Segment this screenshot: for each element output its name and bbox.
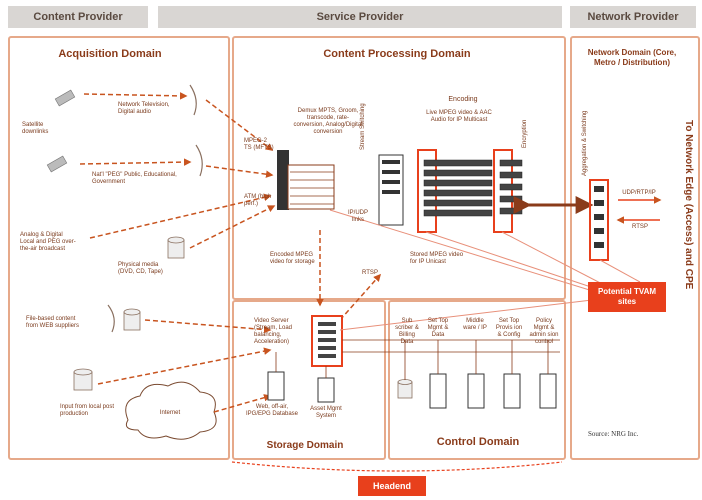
database-icon [73,236,413,399]
storage-domain-title: Storage Domain [266,440,344,451]
label-internet: Internet [159,410,181,416]
label-control-col3: Middle ware / IP [463,318,487,331]
headend-outline [231,461,563,472]
label-file-based: File-based content from WEB suppliers [26,316,80,329]
label-network-edge: To Network Edge (Access) and CPE [683,120,694,290]
label-udp-rtp: UDP/RTP/IP [622,190,656,196]
mux-block [277,150,289,210]
satellite-icon [46,89,76,173]
encoder-rack [423,159,523,217]
network-domain-title: Network Domain (Core, Metro / Distributi… [587,48,677,67]
label-encryption: Encryption [522,119,528,148]
label-asset-mgmt: Asset Mgmt System [310,406,342,419]
label-live-mpeg: Live MPEG video & AAC Audio for IP Multi… [426,110,492,123]
label-stored-mpeg: Stored MPEG video for IP Unicast [410,252,464,265]
label-network-television: Network Television, Digital audio [118,102,170,115]
label-control-col5: Policy Mgmt & admin sion control [529,318,559,345]
source-credit: Source: NRG Inc. [588,430,639,438]
dish-icon [107,84,203,333]
label-natl-peg: Nat'l "PEG" Public, Educational, Governm… [92,172,177,185]
label-rtsp-processing: RTSP [362,270,378,276]
label-aggregation: Aggregation & Switching [582,110,588,176]
storage-servers [267,371,335,403]
label-satellite: Satellite downlinks [22,122,49,135]
acquisition-domain-title: Acquisition Domain [58,48,162,60]
control-servers [429,373,557,409]
label-rtsp-network: RTSP [632,224,648,230]
label-control-col4: Set Top Provis ion & Config [495,318,523,338]
aggregation-highlight [589,179,609,261]
header-network-provider: Network Provider [570,6,696,28]
label-ip-link: IP/UDP links [347,210,368,223]
header-service-provider: Service Provider [158,6,562,28]
network-domain-box [570,36,700,460]
label-physical-media: Physical media (DVD, CD, Tape) [118,262,163,275]
demux-lines [290,171,334,205]
label-local-post: Input from local post production [60,404,115,417]
label-demux: Demux MPTS, Groom, transcode, rate-conve… [293,108,363,135]
headend-label: Headend [358,476,426,496]
storage-domain-box [232,300,386,460]
header-content-provider: Content Provider [8,6,148,28]
label-analog-digital: Analog & Digital Local and PEG over-the-… [20,232,76,252]
label-atm: ATM (high perf.) [244,194,272,207]
label-control-col1: Sub scriber & Billing Data [395,318,419,345]
label-web-offair: Web, off-air, IPG/EPG Database [245,404,299,417]
label-video-server: Video Server (Stream, Load balancing, Ac… [254,318,293,345]
label-mpeg2-ts: MPEG-2 TS (MFTS) [244,138,274,151]
label-control-col2: Set Top Mgmt & Data [427,318,449,338]
content-processing-title: Content Processing Domain [323,48,471,60]
label-encoded-storage: Encoded MPEG video for storage [270,252,315,265]
potential-tvam-sites-callout: Potential TVAM sites [588,282,666,312]
control-domain-title: Control Domain [436,436,520,448]
label-switching: Stream Switching [360,103,366,150]
label-encoding: Encoding [448,96,478,103]
